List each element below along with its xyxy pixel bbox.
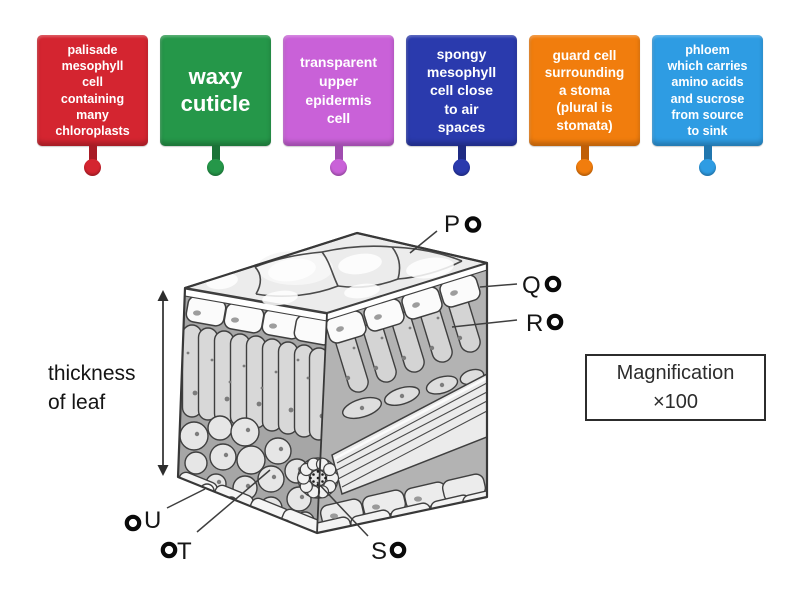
pin-dot[interactable] xyxy=(84,159,101,176)
label-card-spongy-mesophyll[interactable]: spongy mesophyll cell close to air space… xyxy=(406,35,517,146)
pin-stem xyxy=(88,145,97,160)
label-card-guard-cell[interactable]: guard cell surrounding a stoma (plural i… xyxy=(529,35,640,146)
leaf-right-face xyxy=(317,263,487,533)
card-unit-palisade: palisade mesophyll cell containing many … xyxy=(37,35,148,176)
top-cell-highlights xyxy=(206,253,454,306)
marker-letter-U: U xyxy=(144,507,161,534)
marker-letter-Q: Q xyxy=(522,272,541,299)
pin-dot[interactable] xyxy=(576,159,593,176)
label-card-upper-epidermis[interactable]: transparent upper epidermis cell xyxy=(283,35,394,146)
pin-dot[interactable] xyxy=(699,159,716,176)
answer-slot-S[interactable] xyxy=(389,541,407,559)
leader-line-Q xyxy=(479,283,518,288)
answer-slot-R[interactable] xyxy=(546,313,564,331)
leaf-outline xyxy=(176,231,489,535)
card-unit-guard-cell: guard cell surrounding a stoma (plural i… xyxy=(529,35,640,176)
pin-stem xyxy=(334,145,343,160)
epidermis-nuclei-front xyxy=(193,310,277,329)
vascular-bundle-cross-section xyxy=(296,457,340,499)
leaf-front-corner-edge xyxy=(316,312,328,534)
leader-line-P xyxy=(409,230,438,254)
pin-stem xyxy=(457,145,466,160)
lower-cells-nuclei xyxy=(330,496,422,519)
thickness-of-leaf-label: thickness of leaf xyxy=(48,359,136,418)
card-unit-phloem: phloem which carries amino acids and suc… xyxy=(652,35,763,176)
marker-letter-T: T xyxy=(177,538,192,565)
pin-dot[interactable] xyxy=(330,159,347,176)
top-cell-walls xyxy=(254,245,463,297)
leader-line-U xyxy=(166,488,206,509)
thickness-line1: thickness xyxy=(48,362,136,385)
upper-epidermis-front xyxy=(185,295,327,346)
leader-line-T xyxy=(196,469,271,533)
spongy-ovals-nuclei xyxy=(359,382,445,411)
answer-slot-T[interactable] xyxy=(160,541,178,559)
pin-stem xyxy=(580,145,589,160)
leaf-front-face xyxy=(178,288,327,533)
marker-letter-P: P xyxy=(444,211,460,238)
leader-line-R xyxy=(451,319,518,328)
marker-letter-S: S xyxy=(371,538,387,565)
thickness-arrow xyxy=(157,290,169,476)
pin-stem xyxy=(703,145,712,160)
epidermis-nuclei-right xyxy=(336,290,458,332)
answer-cards-row: palisade mesophyll cell containing many … xyxy=(37,35,763,176)
card-unit-waxy-cuticle: waxy cuticle xyxy=(160,35,271,176)
answer-slot-Q[interactable] xyxy=(544,275,562,293)
label-card-waxy-cuticle[interactable]: waxy cuticle xyxy=(160,35,271,146)
thickness-line2: of leaf xyxy=(48,391,106,415)
xylem-vessels xyxy=(331,372,487,496)
label-card-phloem[interactable]: phloem which carries amino acids and suc… xyxy=(652,35,763,146)
pin-dot[interactable] xyxy=(207,159,224,176)
answer-slot-P[interactable] xyxy=(464,216,482,233)
card-unit-upper-epidermis: transparent upper epidermis cell xyxy=(283,35,394,176)
magnification-line1: Magnification xyxy=(616,361,735,384)
palisade-right-nuclei xyxy=(345,316,463,381)
palisade-nuclei xyxy=(186,351,325,419)
marker-letter-R: R xyxy=(526,310,543,337)
leader-line-S xyxy=(316,481,369,537)
pin-dot[interactable] xyxy=(453,159,470,176)
magnification-box: Magnification ×100 xyxy=(585,354,766,421)
pin-stem xyxy=(211,145,220,160)
lower-cells-right xyxy=(319,473,487,528)
magnification-line2: ×100 xyxy=(652,390,699,413)
answer-slot-U[interactable] xyxy=(124,514,142,532)
label-card-palisade-mesophyll[interactable]: palisade mesophyll cell containing many … xyxy=(37,35,148,146)
card-unit-spongy-mesophyll: spongy mesophyll cell close to air space… xyxy=(406,35,517,176)
